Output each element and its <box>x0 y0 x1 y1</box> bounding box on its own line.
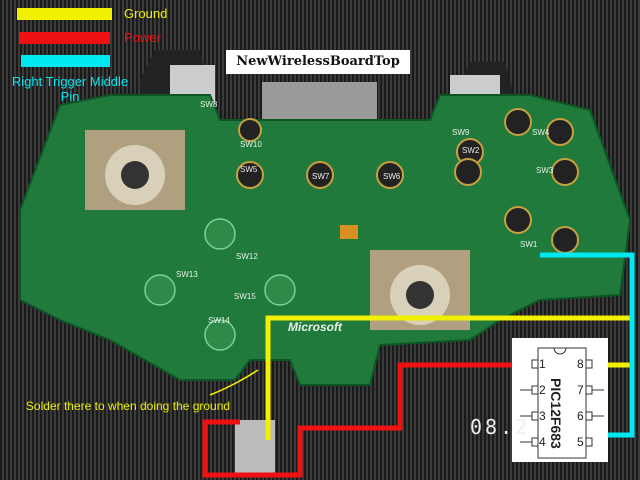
button-pads <box>236 108 579 254</box>
left-thumbstick <box>85 130 185 210</box>
switch-label: SW8 <box>200 100 218 109</box>
diagram-title: NewWirelessBoardTop <box>226 50 410 74</box>
pin-4-label: 4 <box>539 435 546 449</box>
switch-label: SW15 <box>234 292 256 301</box>
solder-note: Solder there to when doing the ground <box>25 399 231 413</box>
switch-label: SW12 <box>236 252 258 261</box>
chip-outline <box>520 347 604 459</box>
switch-label: SW14 <box>208 316 230 325</box>
photo-date-stamp: 08.2 <box>470 415 531 439</box>
pin-6-label: 6 <box>577 409 584 423</box>
legend-label-trigger: Right Trigger Middle Pin <box>11 74 129 104</box>
pin-2-label: 2 <box>539 383 546 397</box>
capacitor <box>340 225 358 239</box>
pic-chip-diagram: 1 2 3 4 8 7 6 5 PIC12F683 <box>512 338 608 462</box>
switch-label: SW1 <box>520 240 538 249</box>
legend-swatch-power <box>19 32 110 44</box>
switch-label: SW13 <box>176 270 198 279</box>
legend-swatch-trigger <box>21 55 110 67</box>
legend-label-power: Power <box>124 30 161 45</box>
switch-label: SW9 <box>452 128 470 137</box>
trigger-wire <box>540 252 635 438</box>
power-wire <box>202 362 513 478</box>
switch-label: SW3 <box>536 166 554 175</box>
switch-label: SW5 <box>240 165 258 174</box>
pin-8-label: 8 <box>577 357 584 371</box>
switch-label: SW2 <box>462 146 480 155</box>
note-pointer <box>209 369 259 396</box>
pin-1-label: 1 <box>539 357 546 371</box>
legend-label-ground: Ground <box>124 6 168 21</box>
chip-name: PIC12F683 <box>548 378 564 449</box>
pin-5-label: 5 <box>577 435 584 449</box>
switch-label: SW10 <box>240 140 262 149</box>
pin-3-label: 3 <box>539 409 546 423</box>
switch-label: SW7 <box>312 172 330 181</box>
dome-pads <box>144 218 296 351</box>
legend-swatch-ground <box>17 8 112 20</box>
switch-label: SW4 <box>532 128 550 137</box>
pin-7-label: 7 <box>577 383 584 397</box>
brand-silkscreen: Microsoft <box>288 320 342 334</box>
switch-label: SW6 <box>383 172 401 181</box>
